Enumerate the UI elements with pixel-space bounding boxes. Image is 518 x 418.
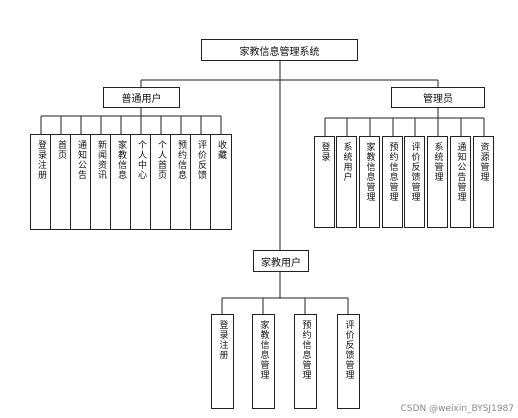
user-group-label: 普通用户 xyxy=(121,94,162,105)
admin-module: 通知公告管理 xyxy=(450,136,471,228)
user-module-label: 个人首页 xyxy=(156,140,166,180)
admin-module-label: 评价反馈管理 xyxy=(409,142,420,202)
tutor-module-label: 预约信息管理 xyxy=(300,320,311,380)
tutor-group-label: 家教用户 xyxy=(261,257,301,269)
user-module: 登录注册 xyxy=(30,134,52,230)
admin-module-label: 系统用户 xyxy=(341,142,352,182)
admin-module-label: 通知公告管理 xyxy=(455,142,466,202)
tutor-module: 登录注册 xyxy=(211,314,234,409)
user-module-label: 家教信息 xyxy=(116,140,126,180)
user-module-label: 预约信息 xyxy=(176,140,186,180)
user-module: 新闻资讯 xyxy=(90,134,112,230)
admin-module-label: 登录 xyxy=(319,142,330,162)
admin-module-label: 预约信息管理 xyxy=(387,142,398,202)
user-module-label: 登录注册 xyxy=(36,140,46,180)
user-group-node: 普通用户 xyxy=(103,87,180,108)
admin-module: 评价反馈管理 xyxy=(404,136,425,228)
user-module-label: 收藏 xyxy=(216,140,226,160)
admin-module: 系统管理 xyxy=(427,136,448,228)
tutor-module-label: 评价反馈管理 xyxy=(343,320,354,380)
user-module: 首页 xyxy=(50,134,72,230)
root-node: 家教信息管理系统 xyxy=(201,39,358,61)
tutor-group-node: 家教用户 xyxy=(253,250,309,272)
user-module: 评价反馈 xyxy=(190,134,212,230)
watermark-text: CSDN @weixin_BYSJ1987 xyxy=(400,404,514,414)
admin-group-label: 管理员 xyxy=(423,94,453,105)
user-module: 通知公告 xyxy=(70,134,92,230)
user-module: 预约信息 xyxy=(170,134,192,230)
user-module: 收藏 xyxy=(210,134,232,230)
admin-module: 系统用户 xyxy=(336,136,357,228)
user-module-label: 新闻资讯 xyxy=(96,140,106,180)
user-module: 个人首页 xyxy=(150,134,172,230)
user-module: 个人中心 xyxy=(130,134,152,230)
user-module-label: 个人中心 xyxy=(136,140,146,180)
tutor-module: 家教信息管理 xyxy=(252,314,275,409)
admin-module: 登录 xyxy=(314,136,335,228)
admin-module: 预约信息管理 xyxy=(382,136,403,228)
admin-module: 资源管理 xyxy=(473,136,494,228)
user-module-label: 评价反馈 xyxy=(196,140,206,180)
admin-module: 家教信息管理 xyxy=(359,136,380,228)
admin-module-label: 资源管理 xyxy=(478,142,489,182)
admin-group-node: 管理员 xyxy=(391,87,485,108)
tutor-module: 评价反馈管理 xyxy=(337,314,360,409)
user-module: 家教信息 xyxy=(110,134,132,230)
admin-module-label: 家教信息管理 xyxy=(364,142,375,202)
user-module-label: 首页 xyxy=(56,140,66,160)
admin-module-label: 系统管理 xyxy=(432,142,443,182)
tutor-module-label: 家教信息管理 xyxy=(258,320,269,380)
user-module-label: 通知公告 xyxy=(76,140,86,180)
tutor-module-label: 登录注册 xyxy=(217,320,228,360)
root-label: 家教信息管理系统 xyxy=(239,46,320,58)
tutor-module: 预约信息管理 xyxy=(294,314,317,409)
